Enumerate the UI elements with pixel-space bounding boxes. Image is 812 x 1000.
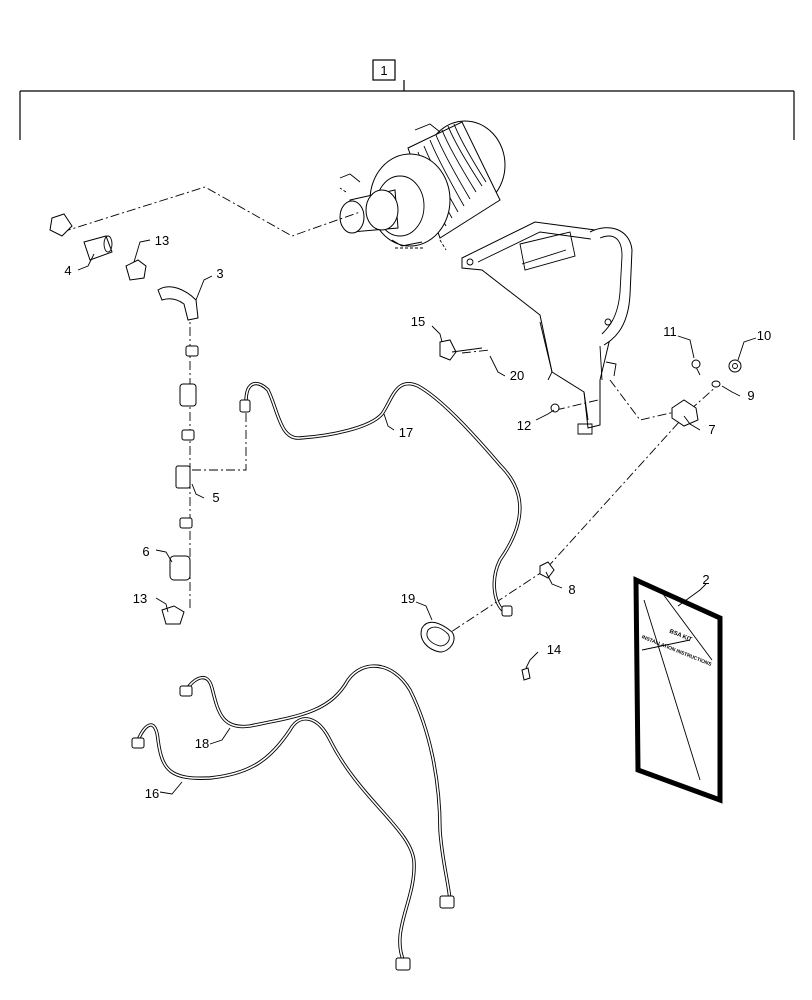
callout-17: 17: [399, 425, 413, 440]
callout-10: 10: [757, 328, 771, 343]
callout-7: 7: [708, 422, 715, 437]
kit-bracket: 1: [19, 59, 795, 140]
callout-13-bottom: 13: [133, 591, 147, 606]
callout-11: 11: [663, 324, 677, 339]
callout-2: 2: [702, 572, 709, 587]
air-cleaner-housing: [339, 120, 506, 251]
callout-1: 1: [380, 63, 387, 78]
callout-leaders: [77, 239, 757, 795]
callout-8: 8: [568, 582, 575, 597]
callout-19: 19: [401, 591, 415, 606]
instruction-manual: BSA KIT INSTALLATION INSTRUCTIONS: [633, 576, 723, 804]
callout-12: 12: [517, 418, 531, 433]
harness-18: [179, 664, 455, 909]
leader-lines: [61, 186, 719, 637]
harness-16: [131, 717, 416, 971]
hardware-parts: [420, 339, 742, 681]
callout-16: 16: [145, 786, 159, 801]
harness-17: [239, 381, 522, 617]
callout-14: 14: [547, 642, 561, 657]
callout-labels: 4 13 3 5 6 13 15 20 17 12 7 9 10 11 8 19…: [64, 233, 771, 801]
callout-6: 6: [142, 544, 149, 559]
callout-13-top: 13: [155, 233, 169, 248]
callout-3: 3: [216, 266, 223, 281]
callout-18: 18: [195, 736, 209, 751]
callout-20: 20: [510, 368, 524, 383]
mounting-bracket: [461, 221, 633, 435]
callout-4: 4: [64, 263, 71, 278]
callout-5: 5: [212, 490, 219, 505]
hose-parts: [49, 213, 199, 625]
callout-9: 9: [747, 388, 754, 403]
callout-15: 15: [411, 314, 425, 329]
